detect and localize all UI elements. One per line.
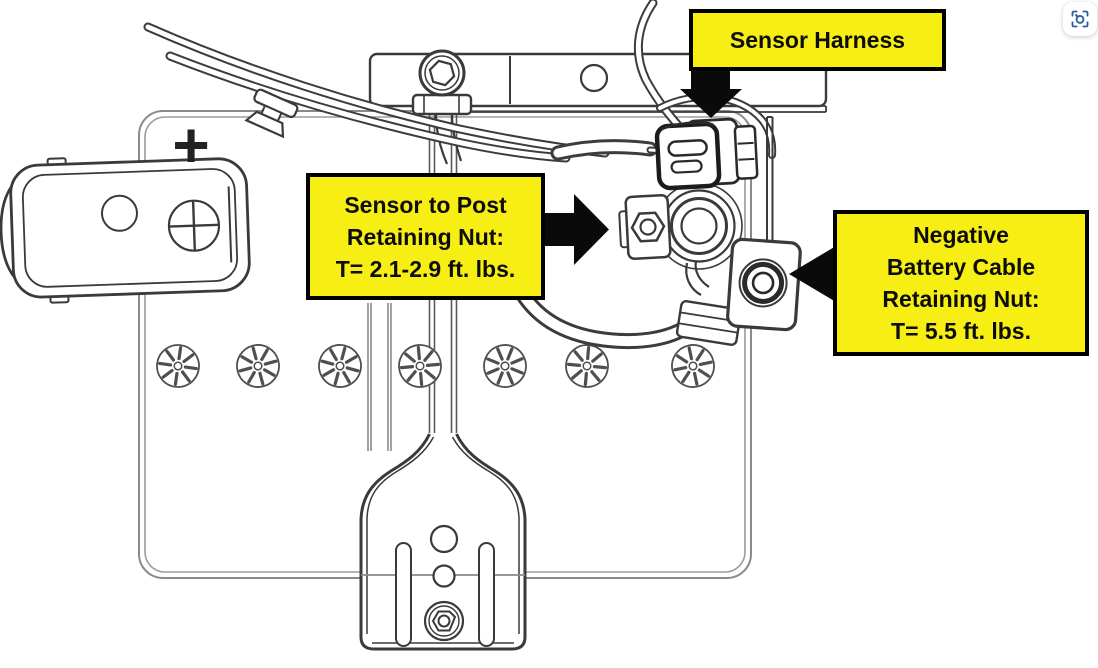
image-search-button[interactable] [1063, 2, 1097, 36]
callout-torque-spec: T= 5.5 ft. lbs. [891, 318, 1031, 344]
callout-negative-cable-retaining-nut: Negative Battery Cable Retaining Nut: T=… [833, 210, 1089, 356]
callout-text-line: Retaining Nut: [346, 223, 505, 250]
sensor-retaining-nut [618, 193, 672, 261]
callout-text-line: Sensor Harness [729, 27, 906, 53]
negative-cable-retaining-nut [738, 258, 788, 308]
battery-partition-lines [367, 303, 392, 451]
callout-text-line: Battery Cable [886, 254, 1036, 280]
battery-sensor [655, 182, 743, 296]
arrow-down-sensor-harness [680, 66, 742, 118]
callout-sensor-harness: Sensor Harness [689, 9, 946, 71]
sensor-bracket-plate [766, 116, 774, 254]
hold-down-bracket [359, 433, 527, 651]
cover-screw-icon [167, 199, 221, 252]
sensor-harness-connector [654, 117, 759, 191]
callout-torque-spec: T= 2.1-2.9 ft. lbs. [335, 255, 516, 282]
hold-down-eye-bolt [411, 49, 473, 165]
callout-text-line: Sensor to Post [344, 191, 507, 218]
arrow-right-sensor-to-post [541, 194, 609, 265]
negative-battery-cable [508, 274, 699, 350]
callout-text-line: Negative [913, 222, 1009, 248]
wiring-harness-cables [143, 0, 777, 163]
callout-sensor-to-post-retaining-nut: Sensor to Post Retaining Nut: T= 2.1-2.9… [306, 173, 545, 300]
callout-text-line: Retaining Nut: [882, 286, 1040, 312]
bracket-hex-nut [423, 600, 465, 642]
image-search-lens-icon [1071, 10, 1089, 28]
negative-cable-clamp [726, 237, 802, 332]
harness-clip [244, 88, 299, 139]
positive-terminal-symbol: + [172, 109, 210, 181]
positive-terminal-cover [0, 157, 251, 304]
